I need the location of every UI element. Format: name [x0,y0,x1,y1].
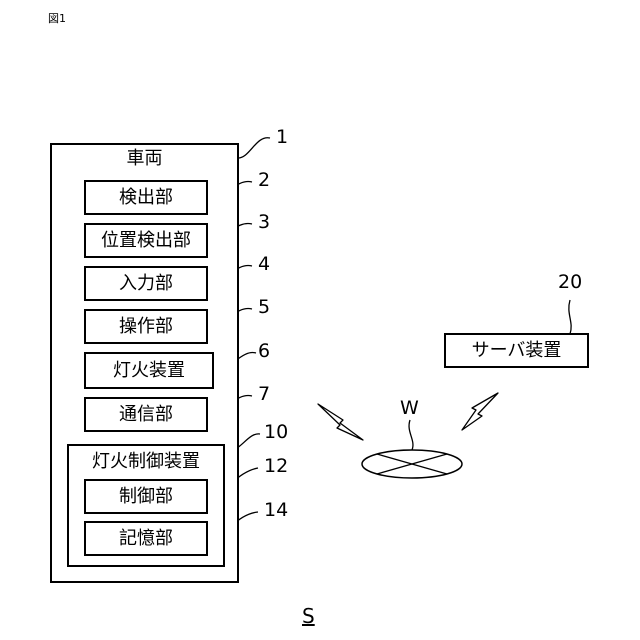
vehicle-label: 車両 [50,149,239,169]
lighting-device-label: 灯火装置 [84,361,214,381]
ref-lighting-control: 10 [264,422,288,442]
ref-lighting-device: 6 [258,341,270,361]
system-label: S [302,604,315,628]
operation-unit-label: 操作部 [84,317,208,337]
ref-vehicle: 1 [276,127,288,147]
input-unit-label: 入力部 [84,274,208,294]
lightning-bolt-right-icon [462,393,498,430]
lightning-bolt-left-icon [318,404,363,440]
ref-communication-unit: 7 [258,384,270,404]
ref-input-unit: 4 [258,254,270,274]
server-label: サーバ装置 [444,341,589,361]
control-unit-label: 制御部 [84,487,208,507]
position-detection-unit-label: 位置検出部 [84,231,208,251]
detection-unit-label: 検出部 [84,188,208,208]
network-label: W [400,398,419,418]
leader-1 [238,138,270,158]
ref-position-detection-unit: 3 [258,212,270,232]
ref-detection-unit: 2 [258,170,270,190]
ref-control-unit: 12 [264,456,288,476]
ref-storage-unit: 14 [264,500,288,520]
storage-unit-label: 記憶部 [84,529,208,549]
ref-server: 20 [558,272,582,292]
leader-w [409,420,413,450]
ref-operation-unit: 5 [258,297,270,317]
leader-20 [569,300,571,334]
communication-unit-label: 通信部 [84,405,208,425]
lighting-control-label: 灯火制御装置 [67,452,225,472]
